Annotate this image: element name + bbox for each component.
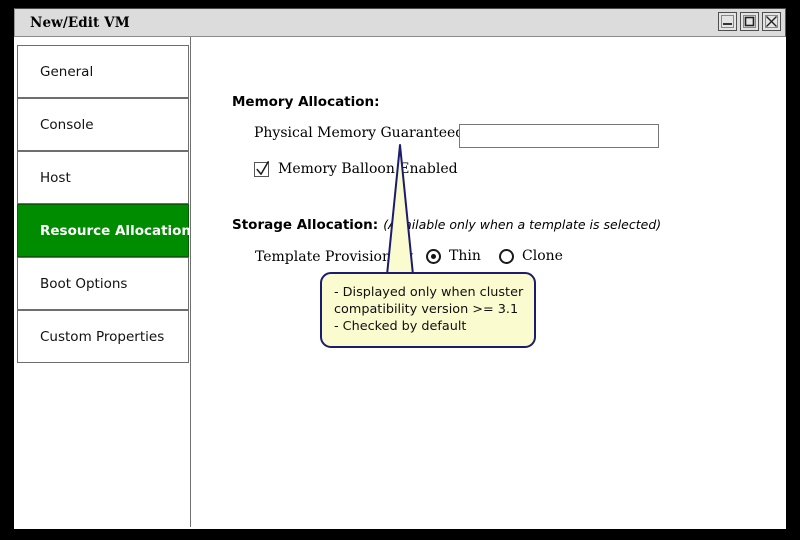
minimize-icon <box>719 13 736 30</box>
storage-allocation-title: Storage Allocation: <box>232 217 379 233</box>
sidebar-item-custom-properties[interactable]: Custom Properties <box>17 310 189 363</box>
physical-memory-guaranteed-input[interactable] <box>459 124 659 148</box>
new-edit-vm-window: New/Edit VM <box>14 8 786 529</box>
window-titlebar: New/Edit VM <box>14 8 786 37</box>
radio-circle <box>426 248 441 264</box>
settings-sidebar: General Console Host Resource Allocation… <box>16 37 191 527</box>
sidebar-item-label: Boot Options <box>40 275 128 292</box>
close-button[interactable] <box>762 12 781 31</box>
sidebar-item-label: General <box>40 63 94 80</box>
sidebar-item-label: Resource Allocation <box>40 222 192 239</box>
memory-balloon-enabled-checkbox[interactable]: Memory Balloon Enabled <box>254 160 458 177</box>
sidebar-item-boot-options[interactable]: Boot Options <box>17 257 189 310</box>
sidebar-item-label: Custom Properties <box>40 328 165 345</box>
radio-option-label: Clone <box>522 248 563 264</box>
radio-circle <box>499 248 514 264</box>
storage-allocation-note: (Available only when a template is selec… <box>383 217 662 232</box>
window-title: New/Edit VM <box>30 15 130 31</box>
sidebar-item-resource-allocation[interactable]: Resource Allocation <box>17 204 192 257</box>
physical-memory-guaranteed-label: Physical Memory Guaranteed <box>254 125 465 141</box>
sidebar-item-console[interactable]: Console <box>17 98 189 151</box>
sidebar-item-general[interactable]: General <box>17 45 189 98</box>
template-provisioning-label: Template Provisioning <box>255 249 414 265</box>
window-controls <box>718 12 781 31</box>
sidebar-item-label: Console <box>40 116 94 133</box>
radio-option-clone[interactable]: Clone <box>499 248 563 264</box>
radio-option-label: Thin <box>449 248 481 264</box>
minimize-button[interactable] <box>718 12 737 31</box>
resource-allocation-panel: Memory Allocation: Physical Memory Guara… <box>191 37 786 527</box>
storage-allocation-heading: Storage Allocation: (Available only when … <box>232 217 661 233</box>
sidebar-item-host[interactable]: Host <box>17 151 189 204</box>
close-icon <box>763 13 780 30</box>
maximize-icon <box>741 13 758 30</box>
memory-balloon-enabled-label: Memory Balloon Enabled <box>278 161 458 177</box>
sidebar-item-label: Host <box>40 169 71 186</box>
checkbox-box <box>254 160 269 177</box>
maximize-button[interactable] <box>740 12 759 31</box>
memory-allocation-heading: Memory Allocation: <box>232 94 380 110</box>
radio-option-thin[interactable]: Thin <box>426 248 481 264</box>
